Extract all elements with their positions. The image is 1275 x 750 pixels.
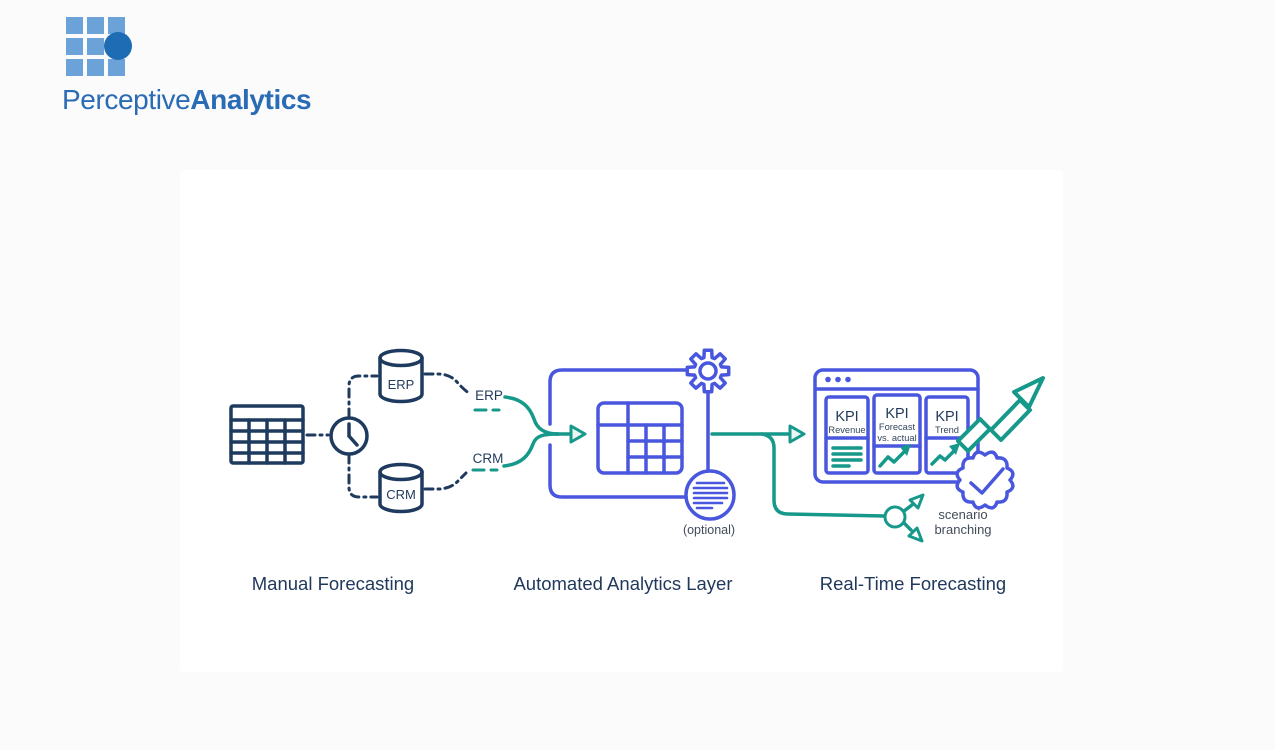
dashed-connector (423, 372, 472, 396)
input-arrowhead-icon (569, 424, 587, 444)
brand-name-bold: Analytics (190, 84, 312, 115)
dashed-connector (347, 374, 379, 419)
crm-database-label: CRM (386, 487, 416, 502)
crm-stream-label: CRM (473, 451, 504, 466)
analytics-table-icon (596, 401, 684, 475)
stage-label-realtime: Real-Time Forecasting (820, 573, 1006, 594)
kpi-card-trend: KPI Trend (924, 395, 970, 475)
scenario-branch-connector (760, 432, 886, 518)
logo-square (66, 17, 83, 34)
logo-square (66, 59, 83, 76)
kpi2-title: KPI (885, 406, 908, 422)
stage-label-automated: Automated Analytics Layer (513, 573, 732, 594)
kpi1-title: KPI (835, 409, 858, 425)
erp-database-icon (378, 348, 424, 404)
kpi2-subtitle-line1: Forecast (879, 422, 916, 432)
erp-stream-label: ERP (475, 388, 503, 403)
document-circle-icon (684, 469, 736, 521)
logo-mark-icon (66, 17, 132, 76)
logo-text: PerceptiveAnalytics (62, 84, 312, 116)
output-arrowhead-icon (788, 424, 806, 444)
kpi-card-revenue: KPI Revenue (824, 395, 870, 475)
kpi2-chart-arrow-icon (878, 444, 911, 468)
erp-merge-curve (503, 395, 560, 436)
perceptive-analytics-logo: PerceptiveAnalytics (62, 12, 382, 122)
growth-arrow-icon (956, 376, 1045, 453)
kpi3-chart-arrow-icon (930, 443, 960, 466)
kpi1-lines-icon (831, 446, 863, 468)
kpi-card-forecast: KPI Forecast vs. actual (872, 393, 922, 475)
spreadsheet-icon (229, 404, 305, 465)
dashboard-window: KPI Revenue KPI Forecast vs. actual (813, 368, 980, 484)
gear-icon (685, 348, 731, 394)
logo-square (87, 17, 104, 34)
kpi3-subtitle: Trend (935, 425, 959, 435)
kpi2-subtitle-line2: vs. actual (877, 433, 916, 443)
clock-icon (329, 416, 369, 456)
check-badge-icon (955, 450, 1015, 510)
erp-database-label: ERP (388, 377, 415, 392)
optional-caption: (optional) (683, 523, 735, 537)
analytics-box (548, 443, 688, 499)
kpi3-title: KPI (935, 409, 958, 425)
dashed-connector (347, 453, 379, 499)
logo-square (87, 59, 104, 76)
scenario-branch-icon (883, 493, 925, 543)
logo-square (108, 17, 125, 34)
automated-analytics-group: (optional) (548, 348, 886, 537)
scenario-caption-line1: scenario (938, 507, 987, 522)
stage-label-manual: Manual Forecasting (252, 573, 414, 594)
crm-merge-curve (502, 432, 560, 468)
manual-forecasting-group: ERP CRM ERP CRM (229, 348, 587, 514)
window-dots-icon (825, 376, 851, 383)
logo-dot (104, 32, 132, 60)
logo-square (87, 38, 104, 55)
logo-square (66, 38, 83, 55)
crm-database-icon (378, 462, 424, 514)
dashed-connector (423, 471, 468, 491)
scenario-caption-line2: branching (934, 522, 991, 537)
logo-square (108, 59, 125, 76)
analytics-box (548, 368, 688, 426)
realtime-forecasting-group: KPI Revenue KPI Forecast vs. actual (813, 368, 1045, 543)
brand-name-regular: Perceptive (62, 84, 191, 115)
kpi1-subtitle: Revenue (828, 425, 865, 435)
